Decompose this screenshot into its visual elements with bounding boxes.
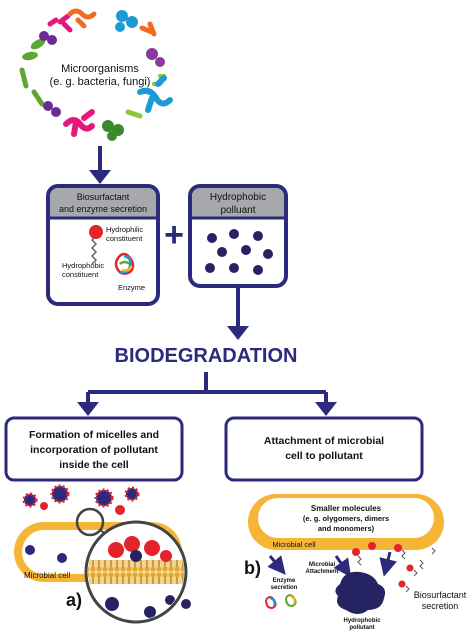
microbe-green-3 <box>19 67 45 107</box>
enzyme-secretion-line2: secretion <box>271 585 298 591</box>
microbe-orange-1 <box>67 8 97 29</box>
arrow-to-biodegradation <box>227 288 249 340</box>
attachment-arrow-icon <box>333 555 352 578</box>
zoom-membrane-view <box>84 520 188 624</box>
micelles-line2: incorporation of pollutant <box>30 444 158 456</box>
secretion-header-line1: Biosurfactant <box>77 192 130 202</box>
microbe-orange-2 <box>139 21 157 37</box>
microbial-attachment-line2: Attachment <box>305 569 338 575</box>
panel-b-illustration: Smaller molecules (e. g. olygomers, dime… <box>244 494 467 631</box>
smaller-molecules-line1: Smaller molecules <box>311 504 382 513</box>
arrow-to-secretion <box>89 146 111 184</box>
secretion-header-line2: and enzyme secretion <box>59 204 147 214</box>
branch-arrows <box>86 372 328 404</box>
microbe-purple-3 <box>43 101 61 117</box>
microbe-green-cluster <box>102 120 124 141</box>
arrow-right-head <box>315 402 337 416</box>
microbial-cell-b-interior <box>258 498 434 538</box>
microbe-green-4 <box>125 109 143 119</box>
micelles-box: Formation of micelles and incorporation … <box>4 416 184 482</box>
enzyme-arrow-icon <box>267 555 286 575</box>
hydrophobic-pollutant-line2: pollutant <box>349 625 374 631</box>
hydrophilic-label-line2: constituent <box>106 234 143 243</box>
smaller-molecules-line2: (e. g. olygomers, dimers <box>303 514 389 523</box>
microbe-pink-1 <box>47 13 73 33</box>
arrow-left-head <box>77 402 99 416</box>
microbial-cell-a-label: Microbial cell <box>24 571 70 580</box>
microorganisms-ring: Microorganisms (e. g. bacteria, fungi) <box>19 8 173 141</box>
panel-a-letter: a) <box>66 590 82 610</box>
microbe-purple-1 <box>39 31 57 45</box>
pollutant-particles <box>205 229 273 275</box>
biosurfactant-molecules <box>352 542 436 593</box>
pollutant-box: Hydrophobic polluant <box>188 184 288 288</box>
attachment-line1: Attachment of microbial <box>264 435 384 447</box>
microbe-blue-cluster <box>115 10 138 32</box>
zoom-small-circle <box>75 507 105 537</box>
panel-b-letter: b) <box>244 558 261 578</box>
micelle-cluster <box>22 484 140 515</box>
panel-a-illustration: Microbial cell a) <box>14 484 191 624</box>
micelles-line1: Formation of micelles and <box>29 429 159 441</box>
microbial-attachment-line1: Microbial <box>309 562 336 568</box>
hydrophobic-label-line2: constituent <box>62 270 99 279</box>
hydrophobic-pollutant-line1: Hydrophobic <box>344 618 382 624</box>
hydrophobic-pollutant-blob <box>335 571 386 614</box>
enzymes-icon <box>265 594 297 610</box>
micelles-line3: inside the cell <box>59 459 129 471</box>
biosurfactant-secretion-line1: Biosurfactant <box>414 590 467 600</box>
microorganisms-example-label: (e. g. bacteria, fungi) <box>50 76 151 88</box>
microbe-blue-large <box>137 75 173 113</box>
enzyme-secretion-line1: Enzyme <box>273 578 296 584</box>
biosurfactant-molecule-icon <box>89 225 103 265</box>
microbe-purple-2 <box>146 48 165 67</box>
smaller-molecules-line3: and monomers) <box>318 524 375 533</box>
microbe-pink-2 <box>63 109 95 137</box>
enzyme-label: Enzyme <box>118 283 145 292</box>
hydrophobic-label-line1: Hydrophobic <box>62 261 104 270</box>
microorganisms-label: Microorganisms <box>61 63 139 75</box>
biosurfactant-secretion-line2: secretion <box>422 601 459 611</box>
hydrophilic-label-line1: Hydrophilic <box>106 225 143 234</box>
secretion-box: Biosurfactant and enzyme secretion Hydro… <box>46 184 160 306</box>
biodegradation-title: BIODEGRADATION <box>115 345 298 367</box>
attachment-line2: cell to pollutant <box>285 450 363 462</box>
pollutant-header-line2: polluant <box>220 205 255 216</box>
attachment-box: Attachment of microbial cell to pollutan… <box>224 416 424 482</box>
biosurfactant-arrow-icon <box>379 551 397 577</box>
plus-sign: + <box>164 216 184 254</box>
enzyme-icon <box>114 252 135 275</box>
pollutant-header-line1: Hydrophobic <box>210 192 266 203</box>
microbe-green-1 <box>22 38 46 61</box>
microbial-cell-b-label: Microbial cell <box>272 540 316 549</box>
